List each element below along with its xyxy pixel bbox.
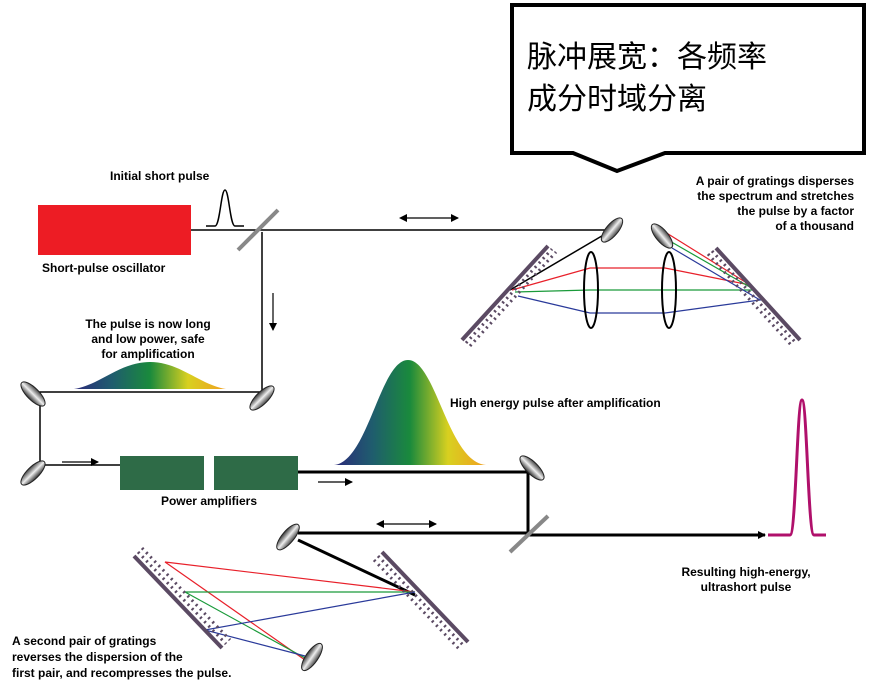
stretcher-rays	[511, 231, 762, 314]
second-pair-line1: A second pair of gratings	[12, 634, 157, 648]
mirror-compressor-top	[276, 523, 300, 551]
direction-arrows	[62, 214, 459, 528]
mirror-loop-top-left	[20, 381, 46, 407]
stretched-pulse-spectrum	[74, 362, 226, 389]
power-amplifier-2	[214, 456, 298, 490]
resulting-label: Resulting high-energy, ultrashort pulse	[681, 565, 810, 594]
mirror-compressor-bottom	[301, 642, 323, 672]
beam-splitter-bottom	[508, 514, 550, 554]
oscillator-box	[38, 205, 191, 255]
beam-compressor-in	[297, 538, 416, 597]
stretcher-lenses	[583, 251, 677, 329]
high-energy-pulse-spectrum	[334, 360, 486, 465]
beam-stretcher-return	[509, 229, 613, 291]
callout-line1: 脉冲展宽：各频率	[527, 40, 767, 75]
grating-stretcher-left	[460, 244, 558, 348]
second-pair-line2: reverses the dispersion of the	[12, 650, 183, 664]
beam-amplified	[298, 470, 530, 535]
long-pulse-line1: The pulse is now long	[85, 317, 210, 331]
long-pulse-line2: and low power, safe	[91, 332, 205, 346]
power-amplifiers-label: Power amplifiers	[161, 494, 257, 508]
gratings-top-line1: A pair of gratings disperses	[696, 174, 855, 188]
resulting-line2: ultrashort pulse	[701, 580, 792, 594]
callout-bubble: 脉冲展宽：各频率 成分时域分离	[510, 3, 866, 174]
gratings-top-line3: the pulse by a factor	[737, 204, 854, 218]
lens-1	[583, 251, 599, 329]
mirror-amp-right	[519, 455, 545, 481]
power-amplifier-1	[120, 456, 204, 490]
mirror-loop-right	[249, 385, 275, 411]
initial-pulse-shape	[206, 189, 244, 227]
grating-compressor-right	[372, 550, 470, 652]
lens-2	[661, 251, 677, 329]
output-pulse-shape	[768, 398, 826, 537]
grating-compressor-left	[132, 546, 232, 650]
oscillator-label: Short-pulse oscillator	[42, 261, 166, 275]
second-pair-label: A second pair of gratings reverses the d…	[12, 634, 231, 680]
gratings-top-label: A pair of gratings disperses the spectru…	[696, 174, 855, 233]
initial-pulse-label: Initial short pulse	[110, 169, 210, 183]
beam-splitter-top	[236, 208, 280, 252]
mirror-stretcher-1	[600, 217, 624, 243]
long-pulse-line3: for amplification	[101, 347, 194, 361]
mirror-stretcher-2	[650, 223, 674, 249]
mirror-loop-bottom-left	[20, 460, 46, 486]
grating-stretcher-right	[706, 246, 802, 348]
gratings-top-line4: of a thousand	[775, 219, 854, 233]
gratings-top-line2: the spectrum and stretches	[697, 189, 854, 203]
high-energy-label: High energy pulse after amplification	[450, 396, 661, 410]
callout-line2: 成分时域分离	[527, 82, 707, 117]
second-pair-line3: first pair, and recompresses the pulse.	[12, 666, 231, 680]
resulting-line1: Resulting high-energy,	[681, 565, 810, 579]
long-pulse-label: The pulse is now long and low power, saf…	[85, 317, 210, 361]
